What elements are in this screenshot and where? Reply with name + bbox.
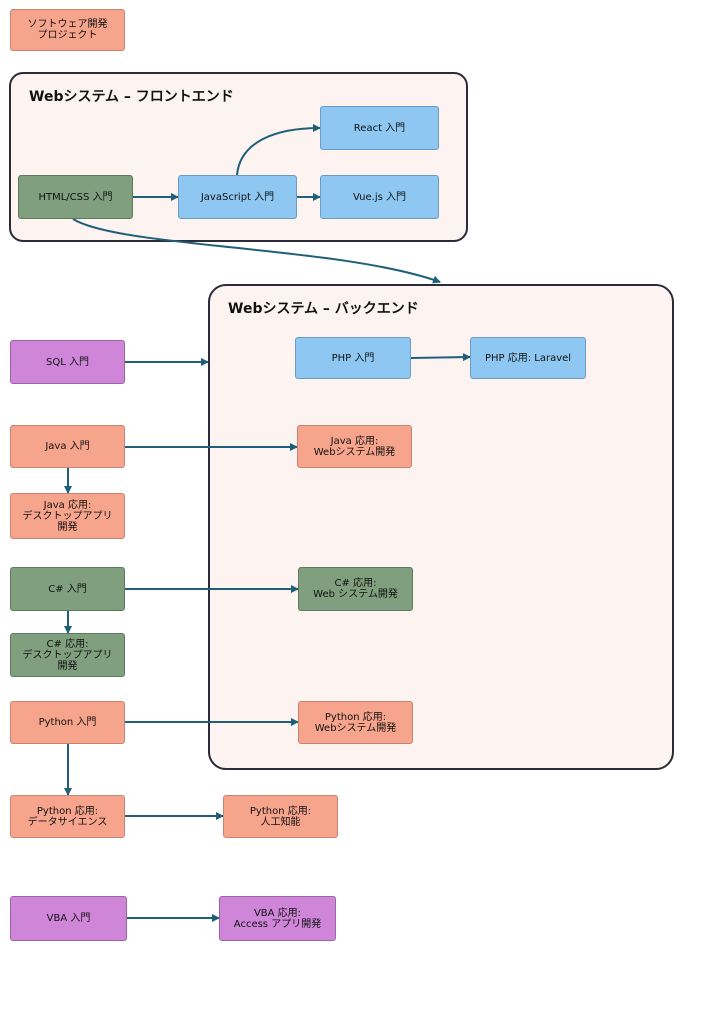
node-php: PHP 入門 <box>295 337 411 379</box>
node-php-laravel: PHP 応用: Laravel <box>470 337 586 379</box>
node-vue: Vue.js 入門 <box>320 175 439 219</box>
node-python-ds: Python 応用: データサイエンス <box>10 795 125 838</box>
node-python: Python 入門 <box>10 701 125 744</box>
node-csharp-web: C# 応用: Web システム開発 <box>298 567 413 611</box>
frontend-group-title: Webシステム – フロントエンド <box>29 89 234 105</box>
node-python-ai: Python 応用: 人工知能 <box>223 795 338 838</box>
node-vba: VBA 入門 <box>10 896 127 941</box>
node-csharp: C# 入門 <box>10 567 125 611</box>
node-vba-access: VBA 応用: Access アプリ開発 <box>219 896 336 941</box>
node-java: Java 入門 <box>10 425 125 468</box>
node-java-web: Java 応用: Webシステム開発 <box>297 425 412 468</box>
node-javascript: JavaScript 入門 <box>178 175 297 219</box>
node-software-project: ソフトウェア開発 プロジェクト <box>10 9 125 51</box>
backend-group-title: Webシステム – バックエンド <box>228 301 419 317</box>
node-python-web: Python 応用: Webシステム開発 <box>298 701 413 744</box>
node-csharp-desktop: C# 応用: デスクトップアプリ 開発 <box>10 633 125 677</box>
node-html-css: HTML/CSS 入門 <box>18 175 133 219</box>
node-sql: SQL 入門 <box>10 340 125 384</box>
node-java-desktop: Java 応用: デスクトップアプリ 開発 <box>10 493 125 539</box>
backend-group: Webシステム – バックエンド <box>208 284 674 770</box>
node-react: React 入門 <box>320 106 439 150</box>
